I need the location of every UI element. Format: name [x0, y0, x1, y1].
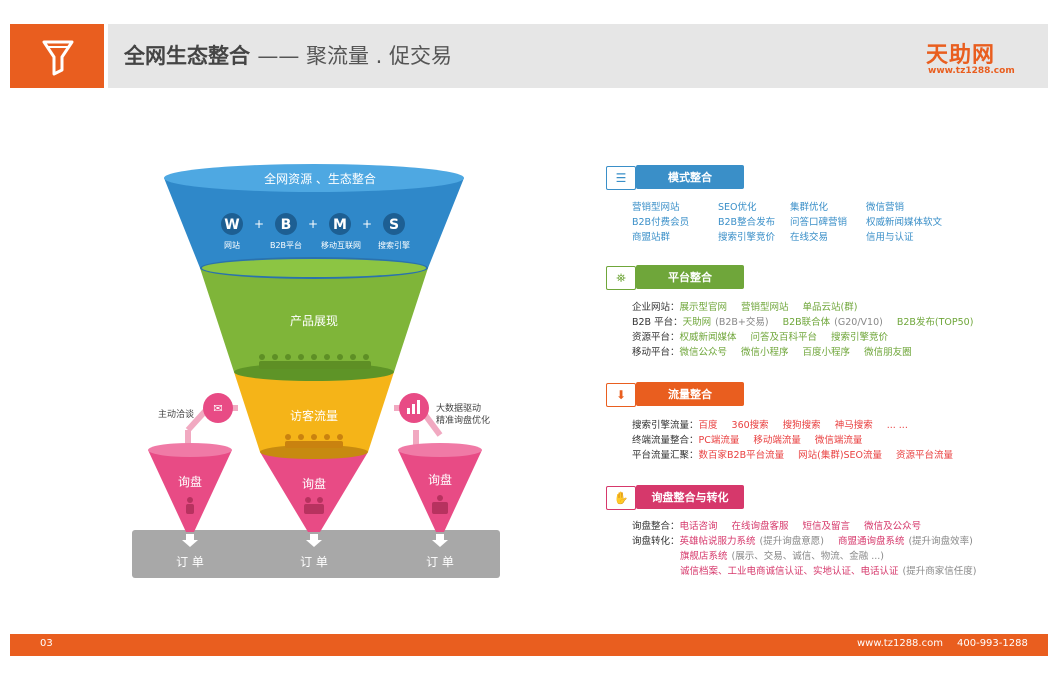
brand-url: www.tz1288.com	[928, 66, 1015, 76]
section-title-mode: 模式整合	[636, 165, 744, 189]
channel-letter-b: B	[280, 217, 292, 233]
channel-label-website: 网站	[224, 241, 240, 250]
section-platform-row-4: 移动平台：微信公众号微信小程序百度小程序微信朋友圈	[632, 347, 912, 358]
section-inquiry-row-4: 诚信档案、工业电商诚信认证、实地认证、电话认证(提升商家信任度)	[680, 566, 977, 577]
funnel-top-label: 全网资源 、生态整合	[264, 172, 376, 186]
section-platform-row-2: B2B 平台：天助网(B2B+交易)B2B联合体(G20/V10)B2B发布(T…	[632, 317, 974, 328]
section-title-inquiry: 询盘整合与转化	[636, 485, 744, 509]
section-platform-row-3: 资源平台：权威新闻媒体问答及百科平台搜索引擎竞价	[632, 332, 889, 343]
order-label-left: 订 单	[176, 555, 204, 569]
footer-bar	[10, 634, 1048, 656]
channel-letter-w: W	[224, 217, 240, 233]
chat-icon	[203, 393, 233, 423]
section-mode-row-3: 商盟站群搜索引擎竞价在线交易信用与认证	[632, 232, 914, 243]
footer-phone: 400-993-1288	[957, 638, 1028, 649]
inquiry-label-right: 询盘	[427, 473, 452, 487]
brand-logo-text: 天助网	[926, 43, 996, 68]
order-label-center: 订 单	[300, 555, 328, 569]
section-traffic-row-2: 终端流量整合：PC端流量移动端流量微信端流量	[632, 435, 863, 446]
funnel-mid-label: 产品展现	[289, 314, 338, 328]
funnel-diagram: + + + ✉	[132, 164, 500, 578]
funnel-low-label: 访客流量	[289, 409, 338, 423]
channel-label-b2b: B2B平台	[269, 241, 303, 250]
channel-letter-m: M	[333, 217, 347, 233]
inquiry-label-left: 询盘	[177, 475, 202, 489]
channel-letter-s: S	[388, 217, 400, 233]
funnel-inquiry-right	[398, 450, 482, 532]
right-note-1: 大数据驱动	[436, 404, 482, 414]
funnel-layer-resources	[164, 178, 464, 268]
people-icons-product	[259, 354, 371, 369]
svg-text:✉: ✉	[213, 402, 222, 415]
title-subtitle: —— 聚流量 . 促交易	[257, 44, 453, 68]
channel-label-mobile: 移动互联网	[321, 241, 361, 250]
funnel-layer-product	[200, 268, 428, 372]
svg-text:+: +	[254, 217, 264, 231]
section-inquiry-row-3: 旗舰店系统(展示、交易、诚信、物流、金融 ...)	[680, 551, 885, 562]
section-traffic-row-3: 平台流量汇聚：数百家B2B平台流量网站(集群)SEO流量资源平台流量	[632, 450, 954, 461]
svg-text:+: +	[362, 217, 372, 231]
channel-label-search: 搜索引擎	[378, 241, 410, 250]
section-title-platform: 平台整合	[636, 265, 744, 289]
handshake-icon: ✋	[606, 486, 636, 510]
order-label-right: 订 单	[426, 555, 454, 569]
list-icon: ☰	[606, 166, 636, 190]
order-bar	[132, 530, 500, 578]
network-icon: ⛯	[606, 266, 636, 290]
inquiry-label-center: 询盘	[301, 477, 326, 491]
funnel-layer-inquiry-center	[260, 452, 368, 532]
funnel-icon	[42, 40, 74, 76]
left-note: 主动洽谈	[158, 410, 195, 420]
funnel-inquiry-left	[148, 450, 232, 532]
page-number: 03	[40, 638, 53, 649]
channel-icons: + + +	[221, 213, 405, 235]
people-icons-traffic	[285, 434, 343, 448]
header-icon-box	[10, 24, 104, 88]
section-inquiry-row-1: 询盘整合：电话咨询在线询盘客服短信及留言微信及公众号	[632, 521, 922, 532]
footer-url: www.tz1288.com	[857, 638, 943, 649]
section-title-traffic: 流量整合	[636, 382, 744, 406]
download-icon: ⬇	[606, 383, 636, 407]
title-main: 全网生态整合	[124, 44, 250, 68]
section-platform-row-1: 企业网站：展示型官网营销型网站单品云站(群)	[632, 302, 858, 313]
people-icons-inquiry	[186, 495, 448, 514]
right-note-2: 精准询盘优化	[436, 416, 491, 426]
header-bar	[108, 24, 1048, 88]
section-inquiry-row-2: 询盘转化：英雄帖说服力系统(提升询盘意愿)商盟通询盘系统(提升询盘效率)	[632, 536, 973, 547]
arrow-down-icons	[182, 534, 448, 547]
funnel-layer-traffic	[234, 372, 394, 452]
svg-text:+: +	[308, 217, 318, 231]
page-title: 全网生态整合 —— 聚流量 . 促交易	[124, 40, 452, 70]
